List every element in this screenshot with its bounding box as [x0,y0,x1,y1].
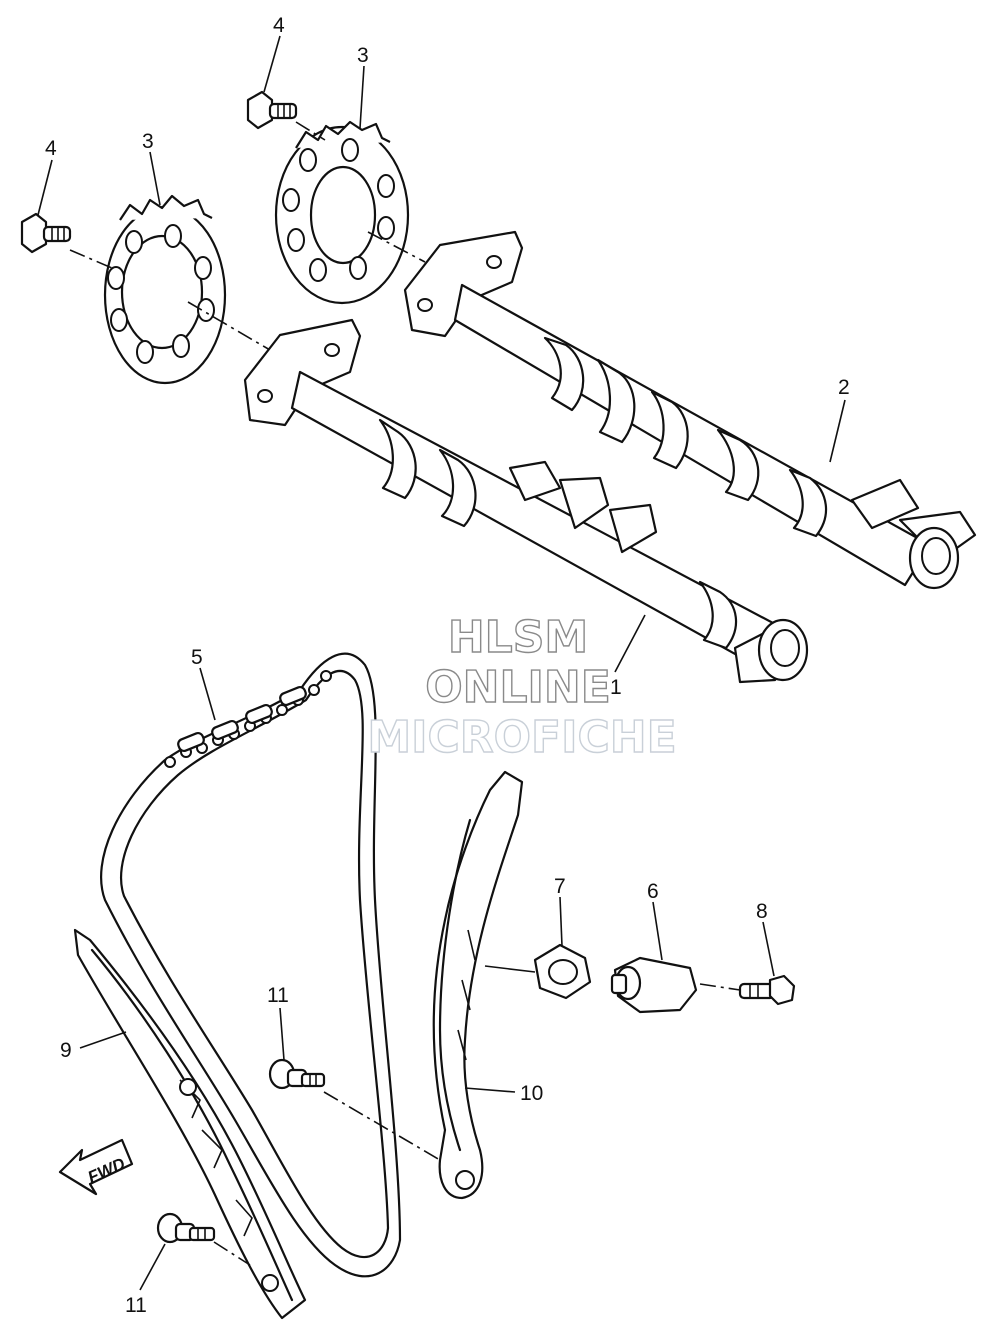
alignment-line-bolt-left [69,249,113,269]
cam-chain [100,652,402,1278]
camshaft-exhaust [403,230,977,590]
leader-3a [149,151,161,206]
tensioner-gasket [533,943,592,1000]
leader-11b [139,1243,166,1291]
callout-9: 9 [60,1039,72,1062]
callout-7: 7 [554,875,566,898]
leader-7 [559,896,563,947]
alignment-line-bolt-right [295,121,326,141]
alignment-line-sprocket-right [367,231,426,263]
guide-bolt-upper [268,1058,326,1090]
sprocket-bolt-left [20,212,72,254]
callout-3b: 3 [357,44,369,67]
chain-guide-tensioner [432,770,524,1200]
alignment-line-guide-bolt-upper [323,1091,441,1161]
alignment-line-guide-bolt-lower [213,1241,251,1266]
camshaft-sprocket-left [103,194,227,385]
callout-8: 8 [756,900,768,923]
sprocket-bolt-right [246,90,298,130]
leader-8 [762,921,775,977]
leader-1 [614,614,646,673]
callout-1: 1 [610,676,622,699]
guide-bolt-lower [156,1212,216,1244]
camshaft-intake [243,318,809,684]
watermark-line-2: ONLINE [425,662,611,713]
leader-9 [79,1031,127,1049]
callout-11a: 11 [267,984,289,1007]
watermark-line-3: MICROFICHE [367,712,676,763]
leader-6 [652,901,663,961]
watermark-line-1: HLSM [448,612,588,663]
leader-5 [199,667,216,721]
callout-6: 6 [647,880,659,903]
chain-guide-front [73,928,307,1320]
callout-2: 2 [838,376,850,399]
leader-4a [37,159,53,216]
chain-links [164,670,332,768]
chain-tensioner [610,956,698,1014]
callout-11b: 11 [125,1294,147,1317]
tensioner-bolt [738,974,796,1006]
leader-2 [829,399,846,463]
callout-4b: 4 [273,14,285,37]
watermark: HLSM ONLINE MICROFICHE [367,611,678,763]
fwd-direction-arrow: FWD [58,1138,134,1196]
leader-3b [359,65,365,129]
callout-4a: 4 [45,137,57,160]
alignment-line-tensioner-bolt [699,983,741,991]
gasket-link-line [484,965,536,973]
callout-10: 10 [520,1082,543,1105]
alignment-line-sprocket-left [187,301,271,351]
leader-11a [279,1007,285,1061]
camshaft-sprocket-right [274,120,410,305]
leader-10 [464,1087,516,1093]
callout-5: 5 [191,646,203,669]
callout-3a: 3 [142,130,154,153]
leader-4b [263,35,281,93]
